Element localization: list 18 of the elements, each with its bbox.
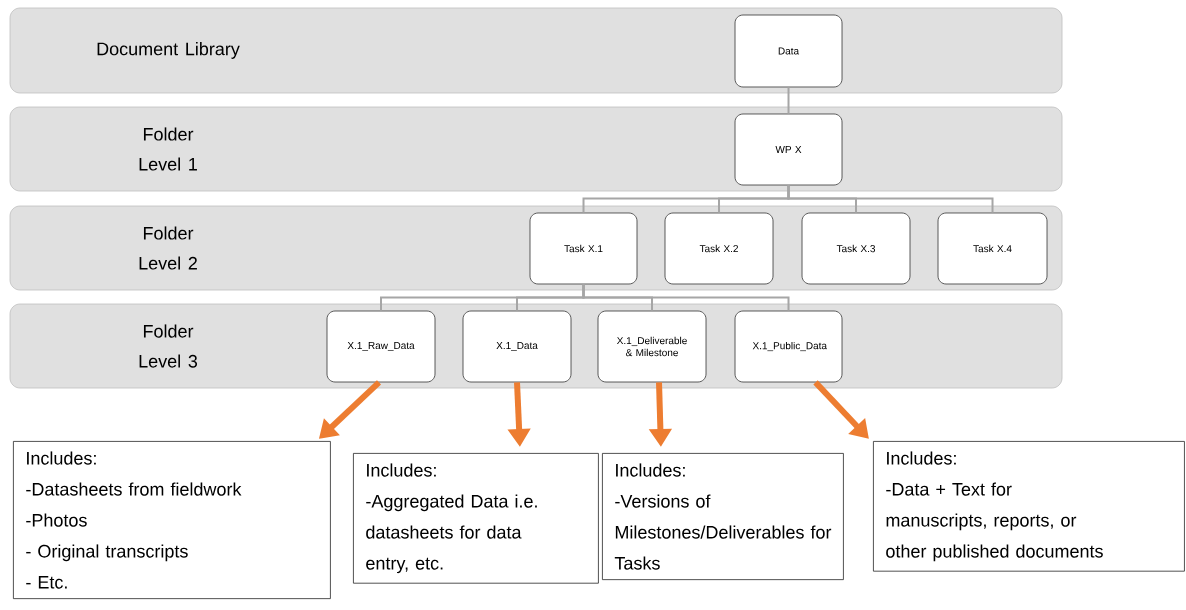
folder-box: X.1_Raw_Data bbox=[326, 310, 436, 383]
folder-box: X.1_Data bbox=[462, 310, 572, 383]
folder-box: Task X.3 bbox=[801, 212, 911, 285]
folder-box: Task X.1 bbox=[529, 212, 638, 285]
note-box: Includes: -Versions of Milestones/Deliverables for Tasks bbox=[602, 453, 844, 581]
folder-box: Task X.2 bbox=[664, 212, 774, 285]
folder-box: Task X.4 bbox=[937, 212, 1048, 285]
arrow bbox=[813, 380, 869, 439]
folder-box: X.1_Public_Data bbox=[734, 310, 843, 383]
folder-box: WP X bbox=[734, 113, 843, 186]
note-box: Includes: -Datasheets from fieldwork -Photos - Original transcripts - Etc. bbox=[13, 441, 331, 600]
connector-line bbox=[787, 86, 790, 115]
connector-line bbox=[787, 184, 994, 214]
note-box: Includes: -Aggregated Data i.e. datasheets for data entry, etc. bbox=[353, 453, 599, 584]
folder-box: Data bbox=[734, 14, 843, 88]
folder-box: X.1_Deliverable & Milestone bbox=[597, 310, 707, 383]
connector-line bbox=[582, 283, 790, 312]
note-box: Includes: -Data + Text for manuscripts, reports, or other published documents bbox=[873, 441, 1185, 572]
